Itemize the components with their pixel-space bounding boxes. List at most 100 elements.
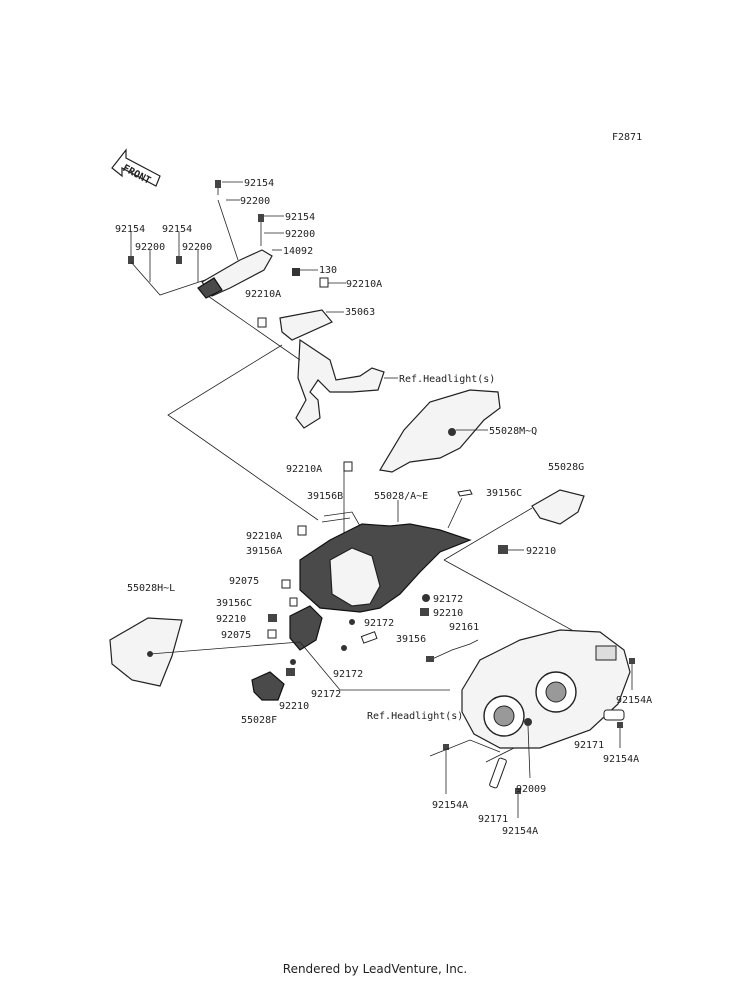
leader-92009 [527,725,531,779]
screw-130 [292,268,300,276]
tape-39156C-lower [289,597,298,607]
collar-92075-b [267,629,277,639]
grommet-92210A-left [257,317,267,328]
bolt-head-right [258,214,264,222]
label-35063: 35063 [345,307,375,318]
label-92075-a: 92075 [229,576,259,587]
leader-cowl-headlight [443,559,591,641]
label-55028AE: 55028/A~E [374,491,428,502]
screw-92172-d [290,659,296,665]
tape-39156B-b [321,517,351,523]
label-130: 130 [319,265,337,276]
label-92200-d: 92200 [285,229,315,240]
label-39156A: 39156A [246,546,282,557]
leader-55028G [443,507,533,561]
label-92210-c: 92210 [216,614,246,625]
label-92171-a: 92171 [574,740,604,751]
label-92210A-a: 92210A [346,279,382,290]
leader-headlight-lower-b [485,747,515,763]
grommet-92210A-top [319,277,329,288]
label-92009: 92009 [516,784,546,795]
label-39156C-a: 39156C [486,488,522,499]
headlight-lens-right-inner [545,681,567,703]
clip-92210-left [268,614,277,622]
front-arrow-icon: FRONT [111,148,161,187]
bolt-92154A-d-head [515,788,521,794]
label-55028M: 55028M~Q [489,426,537,437]
label-ref-headlight-b: Ref.Headlight(s) [367,711,463,722]
bolt-92154A-c-head [443,744,449,750]
leader-headlight-lower [429,739,501,757]
leader-stay-to-cowl [167,344,319,521]
leader-55028HL [149,641,301,655]
label-92210-b: 92210 [433,608,463,619]
label-92075-b: 92075 [221,630,251,641]
screw-92172-a [422,594,430,602]
harness-connector [426,656,434,662]
label-39156B: 39156B [307,491,343,502]
grommet-92210A-mid [343,461,353,472]
plate-35063 [279,309,333,341]
footer-credit: Rendered by LeadVenture, Inc. [282,962,468,976]
leader-left-group [130,261,206,296]
label-55028HL: 55028H~L [127,583,175,594]
label-39156C-b: 39156C [216,598,252,609]
leader-top-stack [217,199,239,261]
label-92171-b: 92171 [478,814,508,825]
label-92154-a: 92154 [115,224,145,235]
label-92200-c: 92200 [240,196,270,207]
label-92210A-d: 92210A [246,531,282,542]
clip-92210-center [420,608,429,616]
bolt-92154A-a-head [629,658,635,664]
label-55028F: 55028F [241,715,277,726]
leader-stay-a [207,295,301,361]
bolt-92154-mid [176,232,182,264]
collar-92171-a [603,709,625,721]
label-92172-a: 92172 [433,594,463,605]
tape-39156B [323,511,361,527]
screw-92172-b [349,619,355,625]
cover-55028F [251,671,285,701]
label-92154A-c: 92154A [432,800,468,811]
side-cowl-55028HL [109,617,183,687]
label-92154A-d: 92154A [502,826,538,837]
label-92172-c: 92172 [333,669,363,680]
label-92200-a: 92200 [135,242,165,253]
label-14092: 14092 [283,246,313,257]
label-92210A-c: 92210A [286,464,322,475]
label-92172-d: 92172 [311,689,341,700]
collar-92075-a [281,579,291,589]
headlight-adjuster [595,645,617,661]
bolt-92009 [524,718,532,726]
leader-39156C [447,497,463,529]
tape-39156C [457,489,473,497]
label-92210A-b: 92210A [245,289,281,300]
label-ref-headlight-a: Ref.Headlight(s) [399,374,495,385]
collar-92171-b [489,757,507,789]
label-92154-d: 92154 [285,212,315,223]
label-92210-d: 92210 [279,701,309,712]
clip-92210-right [498,545,508,554]
cover-55028G [531,489,585,525]
label-39156: 39156 [396,634,426,645]
bolt-head-top [215,180,221,188]
leader-fairing-headlight [299,641,450,691]
bolt-92154A-b-head [617,722,623,728]
bracket-14092 [201,249,273,297]
figure-code: F2871 [612,132,642,143]
label-92154-b: 92154 [162,224,192,235]
clip-92210-low [286,668,295,676]
label-92210-a: 92210 [526,546,556,557]
cowl-55028M [379,389,501,473]
label-55028G: 55028G [548,462,584,473]
headlight-stay [295,338,385,429]
label-92154-c: 92154 [244,178,274,189]
label-92172-b: 92172 [364,618,394,629]
label-92200-b: 92200 [182,242,212,253]
label-92161: 92161 [449,622,479,633]
tape-39156 [360,631,378,644]
label-92154A-a: 92154A [616,695,652,706]
grommet-92210A-low [297,525,307,536]
bolt-92154-left [128,232,134,264]
